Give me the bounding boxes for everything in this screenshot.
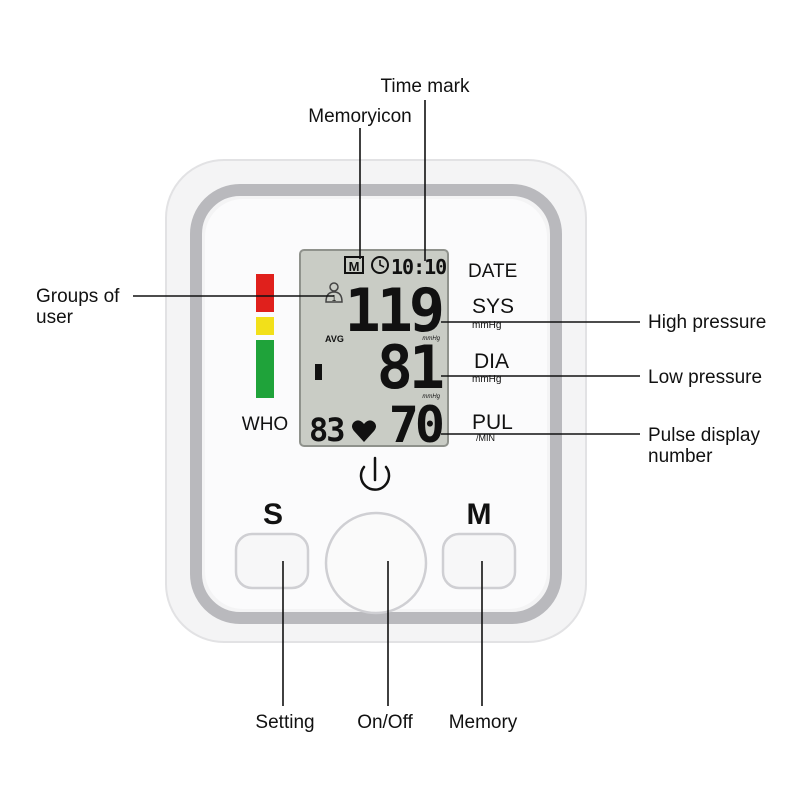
button-s-letter: S xyxy=(263,498,283,531)
device-frame xyxy=(190,184,562,624)
lcd-pulse: 70 xyxy=(389,396,443,454)
who-scale-red xyxy=(256,274,274,312)
lcd-screen xyxy=(299,249,449,447)
lcd-unit-small-2: mmHg xyxy=(422,394,440,400)
setting-label: Setting xyxy=(255,712,314,733)
heart-icon xyxy=(352,420,376,442)
date-label: DATE xyxy=(468,261,517,282)
button-m-letter: M xyxy=(467,498,492,531)
dia-label: DIA xyxy=(474,350,509,373)
user-number: 1 xyxy=(332,294,337,303)
pul-label: PUL xyxy=(472,411,513,434)
clock-hands xyxy=(379,260,385,268)
lcd-diastolic: 81 xyxy=(377,333,443,403)
pulse-label-line1: Pulse display xyxy=(648,425,760,446)
who-scale-yellow xyxy=(256,317,274,335)
pul-unit: /MIN xyxy=(476,433,495,443)
on-off-label: On/Off xyxy=(357,712,413,733)
clock-icon xyxy=(371,256,389,274)
setting-button[interactable] xyxy=(234,532,310,590)
power-button[interactable] xyxy=(324,511,428,615)
who-label: WHO xyxy=(242,414,288,435)
memory-icon-label: Memoryicon xyxy=(308,106,411,127)
low-pressure-label: Low pressure xyxy=(648,367,762,388)
groups-label-line2: user xyxy=(36,307,74,328)
groups-label-line1: Groups of xyxy=(36,286,120,307)
lcd-time: 10:10 xyxy=(391,255,446,279)
pulse-label-line2: number xyxy=(648,446,713,467)
lcd-bar-indicator xyxy=(315,364,322,380)
high-pressure-label: High pressure xyxy=(648,312,766,333)
dia-unit: mmHg xyxy=(472,374,501,385)
memory-badge-box xyxy=(344,256,364,274)
time-mark-label: Time mark xyxy=(380,76,470,97)
memory-button[interactable] xyxy=(441,532,517,590)
lcd-systolic: 119 xyxy=(345,276,442,346)
who-scale-green xyxy=(256,340,274,398)
power-icon xyxy=(359,456,391,491)
sys-unit: mmHg xyxy=(472,320,501,331)
memory-label: Memory xyxy=(449,712,518,733)
lcd-avg: AVG xyxy=(325,334,344,344)
lcd-unit-small-1: mmHg xyxy=(422,336,440,342)
sys-label: SYS xyxy=(472,295,514,318)
lcd-memory-count: 83 xyxy=(309,411,344,449)
memory-badge: M xyxy=(349,259,360,274)
